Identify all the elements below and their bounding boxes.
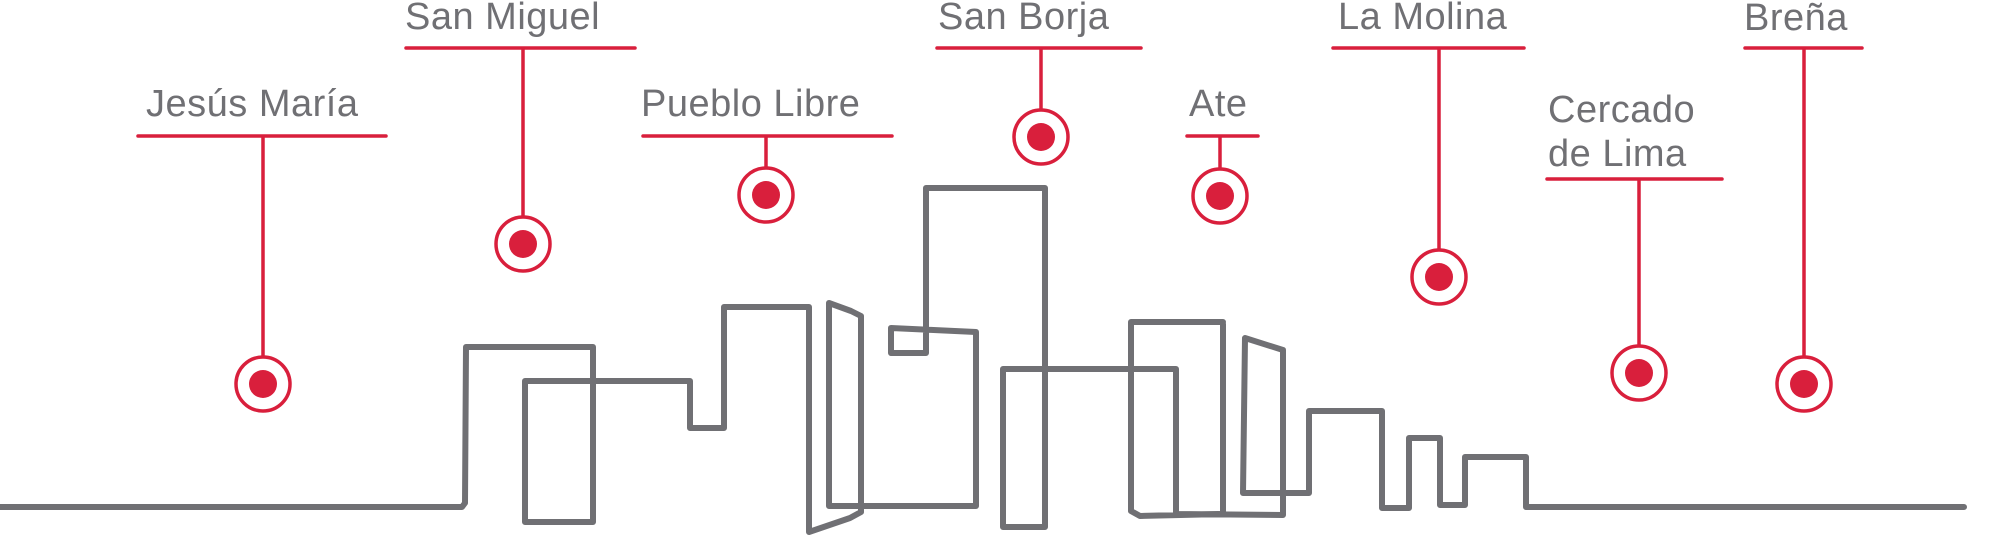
location-pin-dot (1206, 182, 1234, 210)
district-label-jesus-maria: Jesús María (146, 83, 359, 125)
district-marker-ate: Ate (1185, 83, 1260, 225)
location-pin-dot (1790, 370, 1818, 398)
location-pin-dot (1425, 263, 1453, 291)
location-pin-dot (752, 181, 780, 209)
district-marker-pueblo-libre: Pueblo Libre (641, 83, 894, 224)
district-label-san-miguel: San Miguel (405, 0, 600, 38)
district-label-la-molina: La Molina (1338, 0, 1508, 38)
district-marker-san-borja: San Borja (935, 0, 1143, 166)
district-label-ate: Ate (1189, 83, 1248, 125)
location-pin-dot (1027, 123, 1055, 151)
city-skyline-outline (0, 185, 1967, 535)
district-marker-brena: Breña (1743, 0, 1864, 413)
location-pin-dot (249, 370, 277, 398)
district-marker-jesus-maria: Jesús María (136, 83, 388, 413)
location-pin-dot (509, 230, 537, 258)
district-label-brena: Breña (1744, 0, 1848, 39)
district-label-san-borja: San Borja (938, 0, 1110, 38)
district-label-pueblo-libre: Pueblo Libre (641, 83, 860, 125)
location-pin-dot (1625, 359, 1653, 387)
district-marker-san-miguel: San Miguel (404, 0, 637, 273)
district-marker-la-molina: La Molina (1331, 0, 1526, 306)
